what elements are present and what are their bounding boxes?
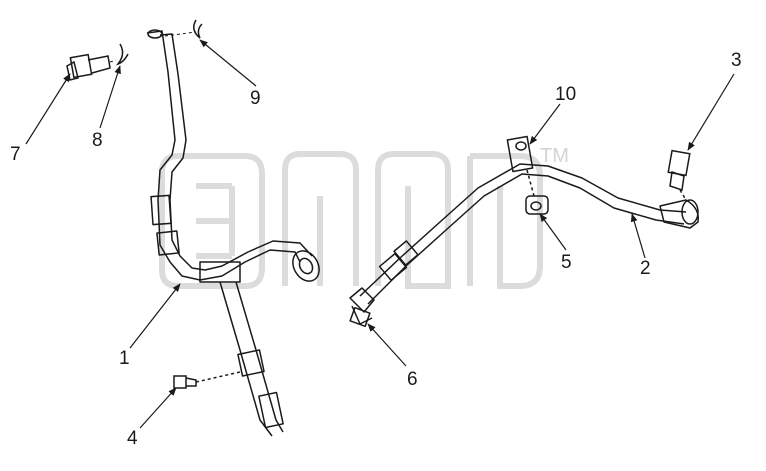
callout-3: 3 [731,50,742,71]
leader-3 [687,73,735,151]
leader-9 [199,39,257,87]
callout-10: 10 [555,84,576,105]
callout-7: 7 [10,144,21,165]
callout-9: 9 [250,88,261,109]
callout-2: 2 [640,258,651,279]
pipe-assembly-1 [146,29,320,437]
leader-4 [139,387,177,429]
leader-7 [25,73,71,145]
fitting-3 [667,149,691,201]
pipe-2 [349,135,699,328]
callout-6: 6 [407,369,418,390]
leader-8 [99,65,121,129]
callout-8: 8 [92,130,103,151]
callout-5: 5 [561,252,572,273]
gasket-9 [193,19,203,39]
callout-1: 1 [119,348,130,369]
bleed-screw-4 [173,371,241,389]
leader-6 [367,323,407,367]
leader-5 [539,213,567,251]
leader-10 [529,103,561,145]
leader-lines [25,39,735,429]
gasket-8 [115,43,129,66]
callout-4: 4 [127,428,138,449]
watermark-tm: TM [540,145,569,167]
leader-1 [129,283,181,349]
fitting-7 [66,53,111,81]
leader-2 [630,213,646,259]
